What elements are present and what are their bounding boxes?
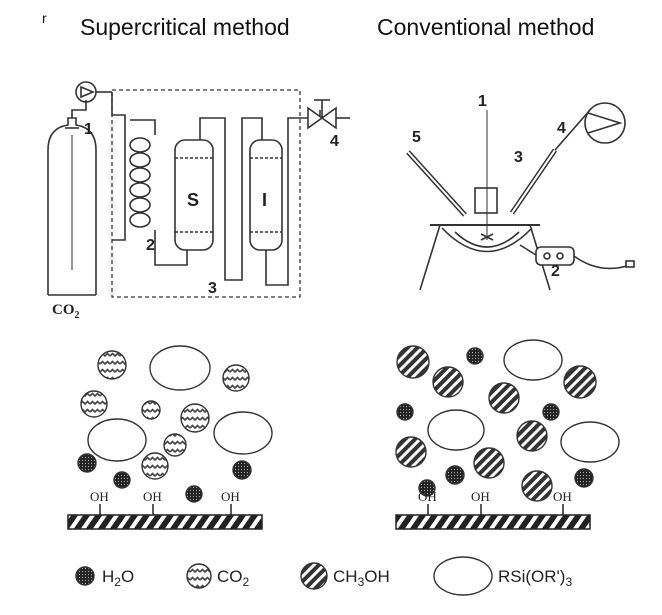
cv-label-4: 4 <box>557 120 566 137</box>
vessel-s <box>174 139 214 251</box>
h2o-molecule <box>445 465 465 485</box>
oh-group-label: OH <box>90 489 109 504</box>
oh-group-label: OH <box>418 489 437 504</box>
co2-molecule <box>141 452 169 480</box>
cv-label-5: 5 <box>412 129 421 146</box>
vessel-i-label: I <box>262 190 267 210</box>
ch3oh-molecule <box>396 345 430 379</box>
ch3oh-molecule <box>432 366 464 398</box>
h2o-molecule <box>466 347 484 365</box>
dashed-enclosure <box>111 89 301 298</box>
cv-label-2: 2 <box>551 263 560 280</box>
vessel-s-label: S <box>187 190 199 210</box>
co2-molecule <box>97 350 127 380</box>
legend-co2-label: CO2 <box>217 567 250 589</box>
sc-label-1: 1 <box>84 121 93 138</box>
co2-label: CO2 <box>52 302 80 321</box>
legend <box>75 556 493 596</box>
surface-right: OH OH OH <box>395 489 591 530</box>
stray-mark: r <box>42 10 47 26</box>
h2o-molecule <box>574 468 594 488</box>
silane-molecule <box>149 345 211 391</box>
oh-group-label: OH <box>221 489 240 504</box>
silane-molecule <box>427 409 485 451</box>
legend-h2o-symbol <box>75 566 95 586</box>
title-supercritical: Supercritical method <box>80 14 290 40</box>
cv-label-3: 3 <box>514 149 523 166</box>
valve-icon <box>307 99 337 130</box>
sc-label-3: 3 <box>208 280 217 297</box>
legend-ch3oh-symbol <box>300 562 328 590</box>
sc-label-4: 4 <box>330 133 339 150</box>
surface-left: OH OH OH <box>67 489 263 530</box>
silane-molecule <box>213 411 273 455</box>
h2o-molecule <box>542 403 560 421</box>
vacuum-pump-icon <box>584 102 626 144</box>
legend-co2-symbol <box>186 563 212 589</box>
oh-group-label: OH <box>471 489 490 504</box>
h2o-molecule <box>113 471 131 489</box>
ch3oh-molecule <box>395 436 427 468</box>
ch3oh-molecule <box>521 470 553 502</box>
co2-molecule <box>163 433 187 457</box>
legend-ch3oh-label: CH3OH <box>333 567 390 589</box>
sc-label-2: 2 <box>146 237 155 254</box>
legend-labels: H2O CO2 CH3OH RSi(OR')3 <box>102 567 572 589</box>
legend-silane-symbol <box>433 556 493 596</box>
co2-molecule <box>222 364 250 392</box>
ch3oh-molecule <box>563 365 597 399</box>
h2o-molecule <box>396 403 414 421</box>
supercritical-apparatus <box>47 81 350 298</box>
supercritical-scene <box>77 345 273 503</box>
silane-molecule <box>503 339 563 381</box>
h2o-molecule <box>185 485 203 503</box>
conventional-apparatus <box>406 102 635 291</box>
coil-icon <box>129 137 151 228</box>
conventional-labels: 1 2 3 4 5 <box>412 93 566 280</box>
co2-molecule <box>80 390 108 418</box>
silane-molecule <box>87 418 147 462</box>
co2-molecule <box>141 400 161 420</box>
title-conventional: Conventional method <box>377 14 595 40</box>
ch3oh-molecule <box>516 420 548 452</box>
supercritical-labels: 1 2 3 4 S I CO2 <box>52 121 339 321</box>
cv-label-1: 1 <box>478 93 487 110</box>
h2o-molecule <box>232 460 252 480</box>
legend-silane-label: RSi(OR')3 <box>498 567 572 589</box>
silane-molecule <box>560 421 620 463</box>
conventional-scene <box>395 339 620 502</box>
h2o-molecule <box>418 479 436 497</box>
ch3oh-molecule <box>488 382 520 414</box>
legend-h2o-label: H2O <box>102 567 134 589</box>
ch3oh-molecule <box>473 447 505 479</box>
oh-group-label: OH <box>143 489 162 504</box>
h2o-molecule <box>77 453 97 473</box>
co2-molecule <box>180 403 210 433</box>
oh-group-label: OH <box>553 489 572 504</box>
